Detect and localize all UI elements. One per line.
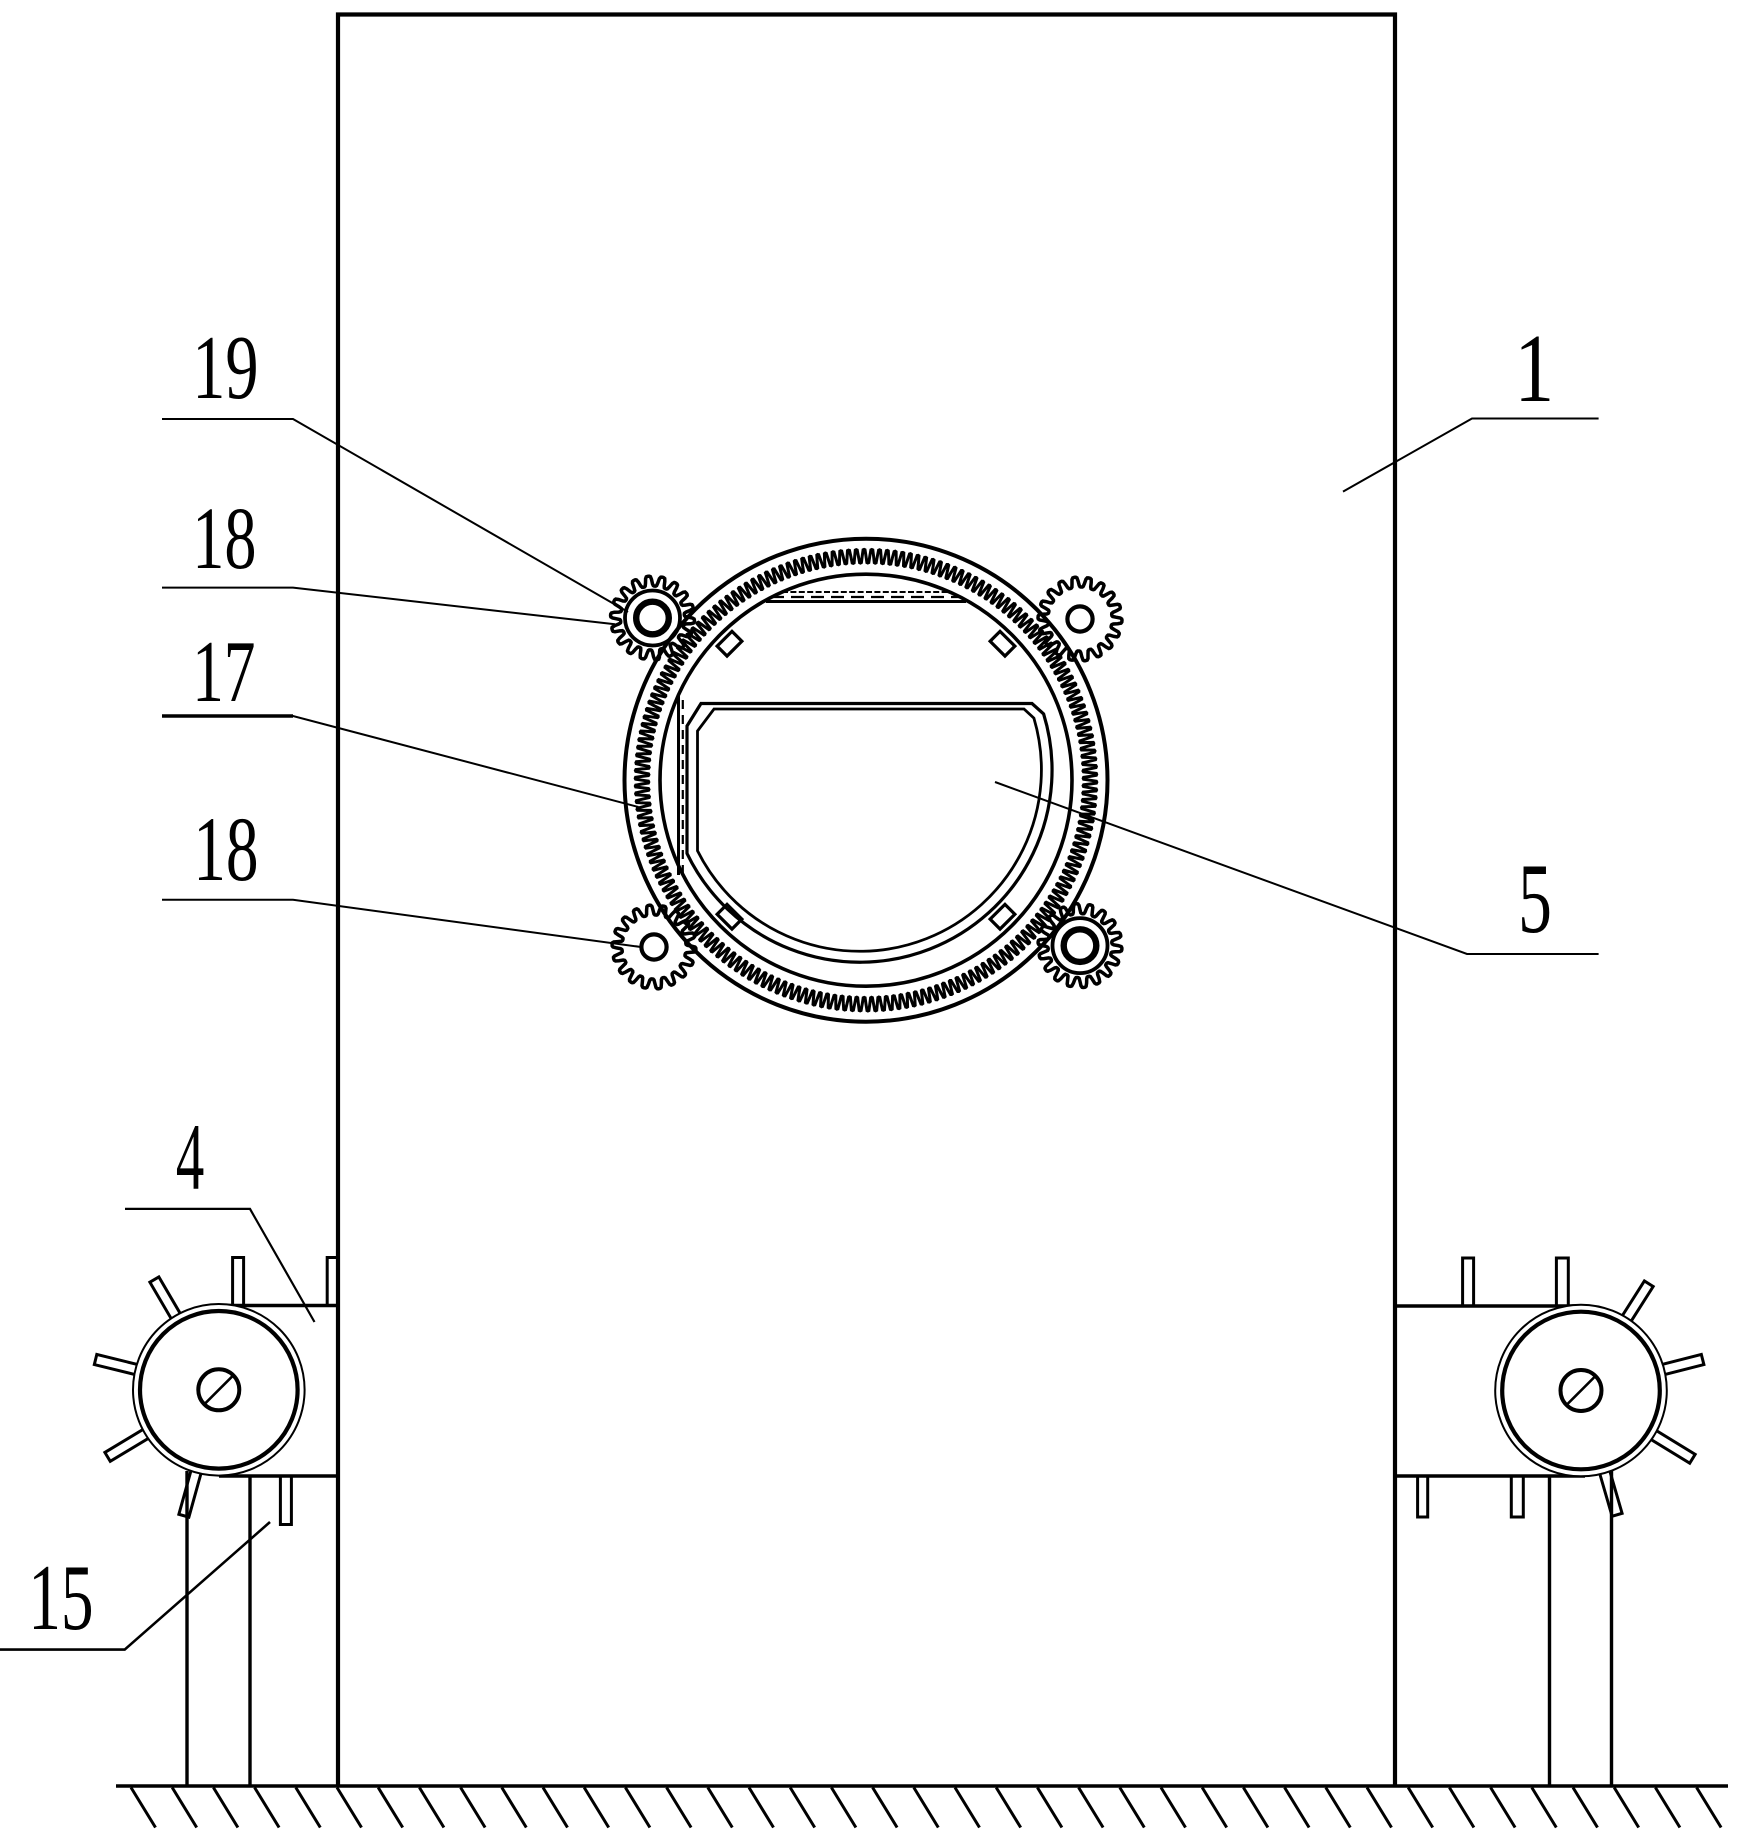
svg-text:18: 18 (192, 489, 256, 588)
svg-text:18: 18 (193, 799, 258, 901)
svg-text:1: 1 (1514, 315, 1554, 422)
svg-text:17: 17 (192, 624, 255, 721)
svg-text:15: 15 (28, 1546, 93, 1650)
svg-text:4: 4 (176, 1104, 204, 1210)
svg-text:19: 19 (192, 317, 258, 418)
svg-text:5: 5 (1518, 843, 1552, 954)
